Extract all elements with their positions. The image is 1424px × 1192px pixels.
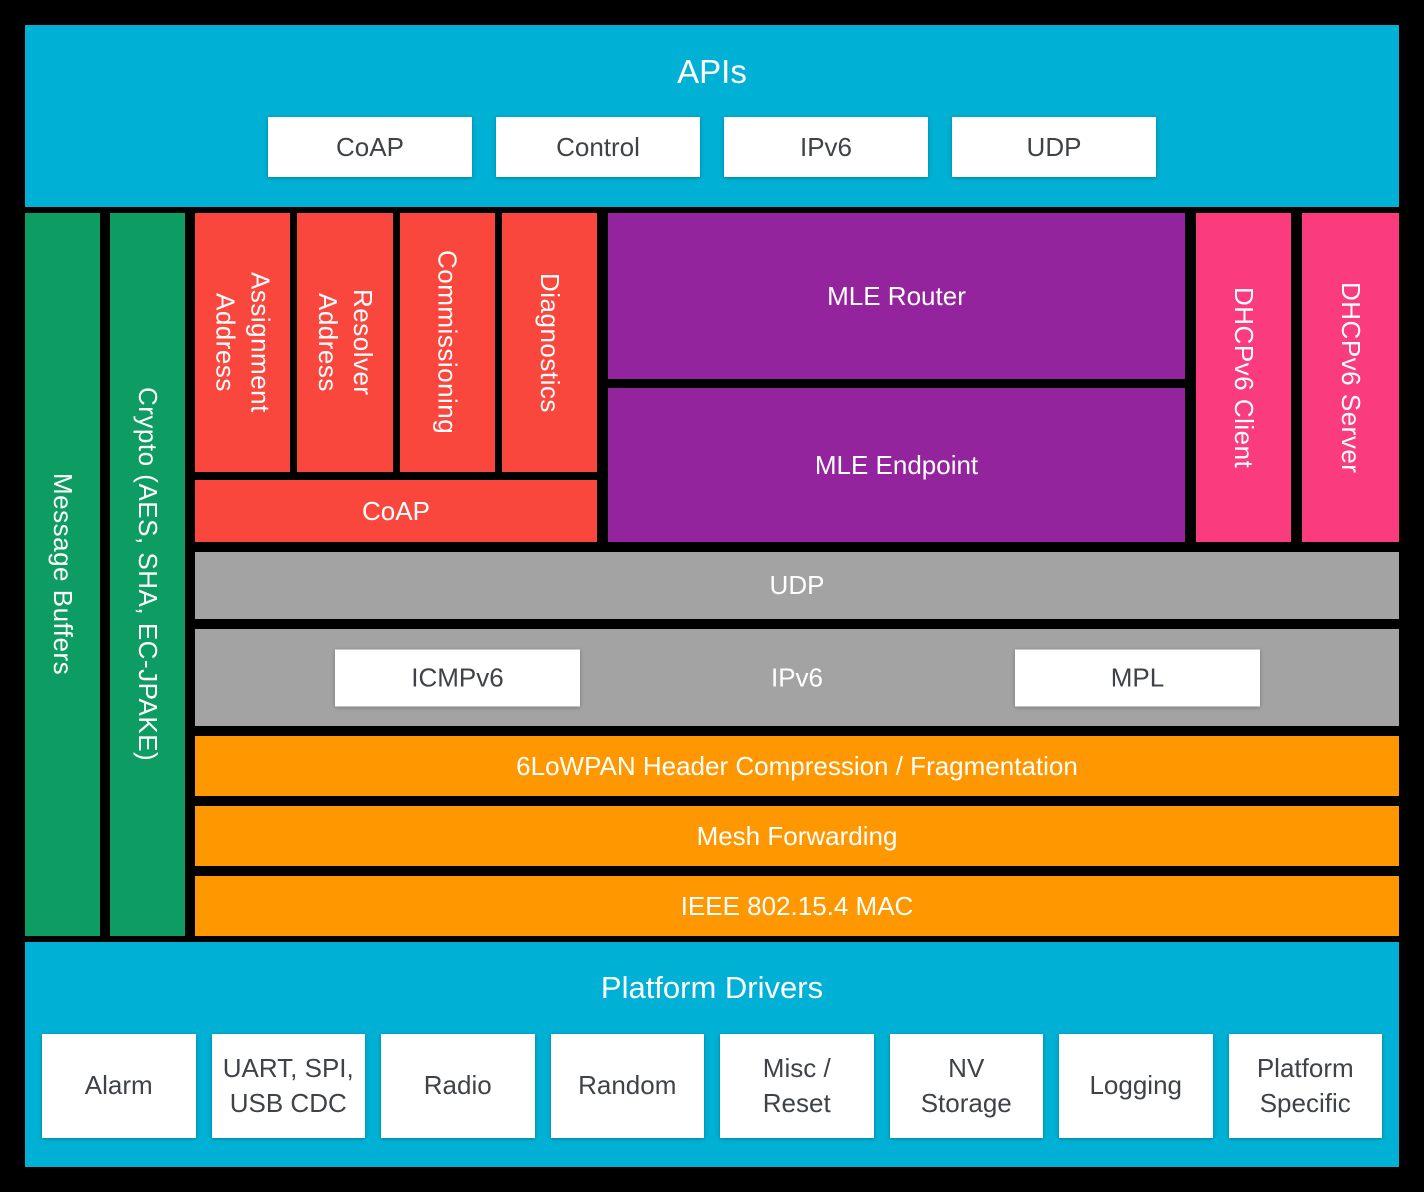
dhcpv6-client-column: DHCPv6 Client [1196,213,1291,542]
address-assignment-box: Address Assignment [195,213,291,472]
mesh-forwarding-bar: Mesh Forwarding [195,806,1399,866]
commissioning-box: Commissioning [399,213,495,472]
coap-bar: CoAP [195,480,597,542]
ipv6-label: IPv6 [770,662,824,692]
platform-box-misc-reset: Misc / Reset [720,1034,874,1138]
ipv6-bar: ICMPv6 IPv6 MPL [195,629,1399,726]
crypto-column: Crypto (AES, SHA, EC-JPAKE) [110,213,185,936]
thread-services-row: Address Assignment Address Resolver Comm… [195,213,1399,542]
api-box-coap: CoAP [268,117,472,177]
protocol-stack: Address Assignment Address Resolver Comm… [195,213,1399,936]
icmpv6-box: ICMPv6 [335,649,580,706]
dhcpv6-server-label: DHCPv6 Server [1336,281,1367,474]
mle-group: MLE Router MLE Endpoint [608,213,1185,542]
message-buffers-column: Message Buffers [25,213,100,936]
platform-box-alarm: Alarm [42,1034,196,1138]
api-box-ipv6: IPv6 [724,117,928,177]
dhcpv6-client-label: DHCPv6 Client [1229,286,1260,469]
mac-bar: IEEE 802.15.4 MAC [195,876,1399,936]
mpl-box: MPL [1015,649,1260,706]
address-resolver-label: Address Resolver [312,289,378,396]
lowpan-bar: 6LoWPAN Header Compression / Fragmentati… [195,736,1399,796]
platform-drivers-title: Platform Drivers [600,970,824,1005]
apis-title: APIs [677,53,747,90]
thread-services-columns: Address Assignment Address Resolver Comm… [195,213,597,472]
diagnostics-label: Diagnostics [534,272,565,413]
address-assignment-label: Address Assignment [210,272,276,413]
api-box-control: Control [496,117,700,177]
address-resolver-box: Address Resolver [297,213,393,472]
api-box-udp: UDP [952,117,1156,177]
platform-box-uart-spi-usb: UART, SPI, USB CDC [211,1034,365,1138]
mle-router-box: MLE Router [608,213,1185,380]
udp-bar: UDP [195,552,1399,619]
stack-section: Message Buffers Crypto (AES, SHA, EC-JPA… [25,213,1399,936]
apis-section: APIs CoAP Control IPv6 UDP [25,25,1399,207]
crypto-label: Crypto (AES, SHA, EC-JPAKE) [133,387,164,762]
commissioning-label: Commissioning [432,250,463,435]
platform-box-nv-storage: NV Storage [889,1034,1043,1138]
mle-endpoint-box: MLE Endpoint [608,388,1185,542]
platform-box-logging: Logging [1059,1034,1213,1138]
platform-box-radio: Radio [381,1034,535,1138]
message-buffers-label: Message Buffers [48,473,79,676]
platform-boxes-row: Alarm UART, SPI, USB CDC Radio Random Mi… [25,1034,1399,1138]
platform-drivers-section: Platform Drivers Alarm UART, SPI, USB CD… [25,942,1399,1167]
dhcpv6-server-column: DHCPv6 Server [1302,213,1399,542]
platform-box-random: Random [550,1034,704,1138]
diagnostics-box: Diagnostics [501,213,597,472]
platform-box-platform-specific: Platform Specific [1228,1034,1382,1138]
thread-services-group: Address Assignment Address Resolver Comm… [195,213,597,542]
apis-boxes-row: CoAP Control IPv6 UDP [268,117,1156,177]
